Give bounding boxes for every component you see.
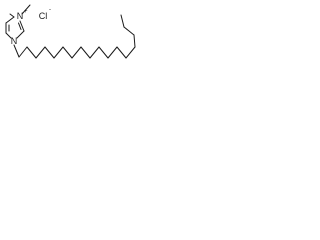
imidazolium-ring bbox=[5, 13, 25, 39]
methyl-substituent bbox=[21, 4, 31, 15]
chain-bond-3 bbox=[26, 46, 37, 59]
chemical-structure: N + N Cl - bbox=[5, 4, 136, 59]
chain-bond-13 bbox=[116, 46, 127, 59]
chain-bond-10 bbox=[89, 46, 100, 59]
chain-bond-11 bbox=[98, 46, 109, 59]
chloride-label: Cl bbox=[39, 11, 48, 21]
chain-bond-7 bbox=[62, 46, 73, 59]
chain-bond-15 bbox=[133, 34, 136, 48]
ring-bond-c2-n3 bbox=[19, 20, 25, 32]
chain-bond-17 bbox=[120, 14, 125, 28]
chain-bond-2 bbox=[18, 46, 28, 58]
chain-bond-1 bbox=[13, 44, 20, 58]
ring-bond-c5-n1b bbox=[5, 32, 12, 39]
methyl-bond bbox=[21, 4, 31, 15]
ring-bond-n1-c2 bbox=[16, 30, 25, 39]
chain-bond-16 bbox=[123, 26, 135, 36]
ring-double-bond-c2-n3 bbox=[18, 22, 22, 30]
chain-bond-8 bbox=[71, 46, 82, 59]
chloride-negative-charge: - bbox=[49, 7, 51, 13]
chain-bond-9 bbox=[80, 46, 91, 59]
alkyl-chain bbox=[13, 14, 136, 59]
ring-bond-c4-c5-outer bbox=[9, 13, 15, 18]
chain-bond-4 bbox=[35, 46, 46, 59]
chain-bond-6 bbox=[53, 46, 64, 59]
nitrogen-positive-charge: + bbox=[24, 9, 28, 15]
chain-bond-14 bbox=[125, 46, 136, 59]
nitrogen-1-label: N bbox=[11, 36, 18, 46]
nitrogen-3-label: N bbox=[17, 11, 24, 21]
chain-bond-5 bbox=[44, 46, 55, 59]
chain-bond-12 bbox=[107, 46, 118, 59]
ring-bond-c4-c5 bbox=[5, 16, 15, 24]
